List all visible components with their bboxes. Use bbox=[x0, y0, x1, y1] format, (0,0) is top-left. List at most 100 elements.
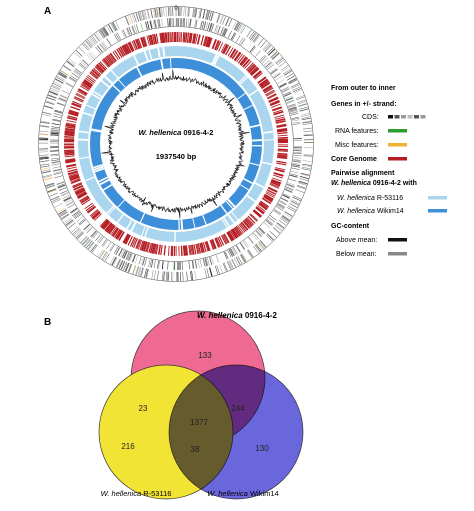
track-tick bbox=[220, 15, 223, 23]
count-top-left: 23 bbox=[139, 404, 148, 413]
track-tick bbox=[56, 79, 64, 83]
legend-cds-label: CDS: bbox=[362, 114, 379, 121]
track-tick bbox=[74, 229, 81, 235]
track-tick bbox=[224, 252, 227, 259]
track-tick bbox=[289, 79, 297, 83]
track-tick bbox=[296, 97, 304, 100]
set-label-top-strain: 0916-4-2 bbox=[243, 311, 278, 320]
track-tick bbox=[133, 266, 136, 275]
track-tick bbox=[274, 210, 281, 214]
track-tick bbox=[168, 246, 169, 256]
track-tick bbox=[61, 193, 68, 196]
track-tick bbox=[248, 250, 253, 257]
set-label-left: W. hellenica R-53116 bbox=[101, 489, 172, 498]
legend-pair2-species: W. hellenica bbox=[337, 208, 375, 215]
track-tick bbox=[40, 161, 49, 162]
track-tick bbox=[136, 13, 139, 22]
track-tick bbox=[182, 220, 183, 230]
track-tick bbox=[303, 123, 312, 124]
track-tick bbox=[79, 48, 85, 54]
track-tick bbox=[70, 107, 79, 110]
track-tick bbox=[290, 112, 298, 114]
track-tick bbox=[226, 18, 230, 26]
legend-above-mean-label: Above mean: bbox=[336, 237, 377, 244]
legend-below-mean-label: Below mean: bbox=[336, 251, 377, 258]
track-tick bbox=[162, 271, 163, 280]
track-tick bbox=[73, 71, 80, 76]
track-tick bbox=[290, 113, 298, 115]
track-tick bbox=[125, 17, 128, 25]
cds-swatch-segment bbox=[395, 115, 400, 119]
track-tick bbox=[107, 39, 111, 46]
cds-swatch-segment bbox=[401, 115, 406, 119]
track-tick bbox=[123, 30, 126, 37]
track-tick bbox=[82, 44, 88, 51]
track-tick bbox=[42, 114, 51, 116]
track-tick bbox=[51, 127, 59, 128]
track-tick bbox=[261, 56, 267, 62]
track-tick bbox=[288, 206, 296, 210]
track-tick bbox=[278, 137, 288, 138]
track-tick bbox=[52, 167, 60, 169]
track-tick bbox=[50, 154, 58, 155]
track-tick bbox=[256, 230, 261, 236]
track-tick bbox=[277, 79, 284, 83]
track-tick bbox=[292, 123, 300, 124]
track-tick bbox=[68, 223, 75, 229]
track-tick bbox=[65, 154, 75, 155]
track-tick bbox=[240, 243, 244, 250]
track-tick bbox=[145, 11, 147, 20]
track-tick bbox=[195, 271, 196, 280]
track-tick bbox=[231, 32, 235, 39]
track-tick bbox=[293, 197, 301, 201]
track-tick bbox=[232, 21, 236, 29]
track-tick bbox=[96, 47, 101, 53]
track-tick bbox=[292, 166, 300, 167]
track-tick bbox=[248, 237, 253, 243]
legend-core-swatch bbox=[388, 157, 407, 161]
track-tick bbox=[67, 62, 74, 67]
track-tick bbox=[82, 60, 88, 65]
track-tick bbox=[225, 251, 228, 258]
track-tick bbox=[167, 272, 168, 281]
track-tick bbox=[95, 235, 100, 241]
track-tick bbox=[282, 216, 289, 221]
track-tick bbox=[71, 227, 78, 233]
track-tick bbox=[57, 103, 65, 106]
track-tick bbox=[84, 225, 90, 230]
track-tick bbox=[280, 84, 287, 88]
track-tick bbox=[91, 231, 96, 237]
track-tick bbox=[152, 270, 154, 279]
track-tick bbox=[53, 83, 61, 87]
track-tick bbox=[66, 220, 73, 225]
set-label-right-species: W. hellenica bbox=[207, 489, 248, 498]
track-tick bbox=[205, 269, 207, 278]
track-tick bbox=[214, 25, 217, 33]
track-tick bbox=[185, 7, 186, 16]
genome-size: 1937540 bp bbox=[156, 152, 197, 161]
track-tick bbox=[66, 83, 73, 87]
track-tick bbox=[281, 198, 288, 202]
track-tick bbox=[41, 168, 50, 170]
panel-b: B W. hellenica 0916-4-2 133 23 244 1377 … bbox=[44, 311, 303, 499]
track-tick bbox=[298, 101, 307, 104]
track-tick bbox=[248, 250, 253, 257]
track-tick bbox=[282, 195, 289, 198]
track-tick bbox=[164, 8, 165, 17]
track-tick bbox=[129, 27, 132, 34]
track-tick bbox=[107, 39, 111, 46]
track-tick bbox=[290, 175, 298, 177]
track-tick bbox=[187, 272, 188, 281]
legend-gc-heading: GC-content bbox=[331, 223, 370, 230]
track-tick bbox=[298, 103, 307, 106]
track-tick bbox=[270, 231, 277, 237]
track-tick bbox=[44, 106, 53, 108]
track-tick bbox=[55, 176, 63, 178]
track-tick bbox=[236, 257, 240, 265]
track-tick bbox=[302, 121, 311, 123]
track-tick bbox=[253, 233, 258, 239]
track-tick bbox=[52, 199, 60, 203]
track-tick bbox=[276, 58, 283, 64]
track-tick bbox=[157, 271, 158, 280]
track-tick bbox=[88, 207, 96, 213]
